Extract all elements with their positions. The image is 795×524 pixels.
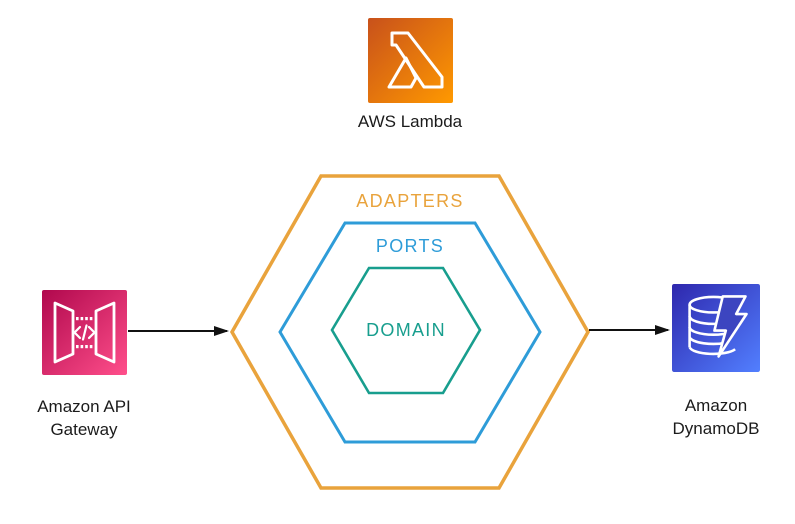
dotted-line-top (76, 317, 93, 321)
adapters-hexagon (229, 174, 591, 490)
dynamodb-label-line1: Amazon (684, 396, 748, 415)
ports-hexagon (278, 221, 542, 444)
lambda-icon (368, 18, 453, 103)
api-gateway-label-line2: Gateway (50, 420, 118, 439)
dynamodb-icon (672, 284, 760, 372)
dynamodb-label-line2: DynamoDB (672, 419, 760, 438)
lambda-label: AWS Lambda (357, 112, 463, 131)
code-glyph (73, 324, 96, 341)
api-gateway-label-line1: Amazon API (37, 397, 131, 416)
api-gateway-icon (42, 290, 127, 375)
ports-label: PORTS (375, 236, 445, 256)
adapters-label: ADAPTERS (356, 191, 464, 211)
domain-label: DOMAIN (366, 320, 446, 340)
lightning-bolt (713, 295, 748, 358)
dotted-line-bottom (76, 345, 93, 349)
api-gateway-label: Amazon API Gateway (4, 395, 164, 441)
domain-hexagon (330, 266, 482, 395)
dynamodb-label: Amazon DynamoDB (636, 394, 795, 440)
